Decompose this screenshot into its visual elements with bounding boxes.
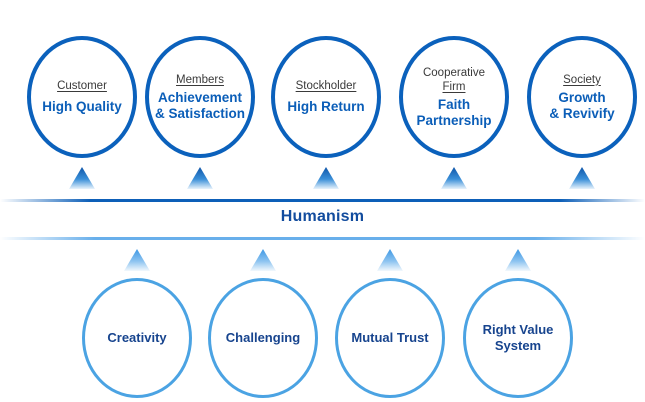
up-arrow-icon-creativity bbox=[124, 249, 150, 271]
stakeholder-circle-members[interactable]: Members Achievement & Satisfaction bbox=[145, 36, 255, 158]
stakeholder-label-text: Members bbox=[176, 73, 224, 86]
stakeholder-circle-cooperative-firm[interactable]: Cooperative Firm Faith Partnership bbox=[399, 36, 509, 158]
benefit-text: Faith Partnership bbox=[416, 96, 492, 128]
benefit-text: High Return bbox=[287, 99, 365, 114]
value-label: Creativity bbox=[107, 330, 167, 345]
value-circle-right-value-system[interactable]: Right Value System bbox=[463, 278, 573, 398]
stakeholder-circle-stockholder[interactable]: Stockholder High Return bbox=[271, 36, 381, 158]
stakeholder-label-text: Stockholder bbox=[295, 80, 357, 92]
value-label: Mutual Trust bbox=[351, 330, 429, 345]
stakeholder-label-text-line2: Firm bbox=[442, 80, 466, 93]
benefit-text: Growth & Revivify bbox=[549, 89, 615, 121]
value-label: Challenging bbox=[225, 330, 301, 345]
up-arrow-icon-cooperative-firm bbox=[441, 167, 467, 189]
value-circle-mutual-trust[interactable]: Mutual Trust bbox=[335, 278, 445, 398]
value-circle-creativity[interactable]: Creativity bbox=[82, 278, 192, 398]
value-circle-challenging[interactable]: Challenging bbox=[208, 278, 318, 398]
divider-line-top bbox=[0, 199, 645, 202]
benefit-text: Achievement & Satisfaction bbox=[154, 89, 246, 121]
stakeholder-label-text: Customer bbox=[57, 80, 107, 92]
stakeholder-label: Customer bbox=[57, 79, 107, 93]
benefit-text: High Quality bbox=[42, 99, 122, 114]
stakeholder-circle-society[interactable]: Society Growth & Revivify bbox=[527, 36, 637, 158]
stakeholder-label: Stockholder bbox=[296, 79, 357, 93]
stakeholder-circle-customer[interactable]: Customer High Quality bbox=[27, 36, 137, 158]
up-arrow-icon-customer bbox=[69, 167, 95, 189]
stakeholder-label: Cooperative Firm bbox=[423, 66, 485, 94]
value-label: Right Value System bbox=[482, 322, 554, 353]
divider-line-bottom bbox=[0, 237, 645, 240]
stakeholder-label: Society bbox=[563, 73, 601, 87]
up-arrow-icon-stockholder bbox=[313, 167, 339, 189]
up-arrow-icon-society bbox=[569, 167, 595, 189]
stakeholder-label-text: Society bbox=[563, 73, 601, 86]
humanism-label: Humanism bbox=[280, 208, 365, 225]
up-arrow-icon-mutual-trust bbox=[377, 249, 403, 271]
up-arrow-icon-right-value-system bbox=[505, 249, 531, 271]
stakeholder-label: Members bbox=[176, 73, 224, 87]
up-arrow-icon-members bbox=[187, 167, 213, 189]
stakeholder-label-text: Cooperative bbox=[422, 66, 485, 79]
up-arrow-icon-challenging bbox=[250, 249, 276, 271]
